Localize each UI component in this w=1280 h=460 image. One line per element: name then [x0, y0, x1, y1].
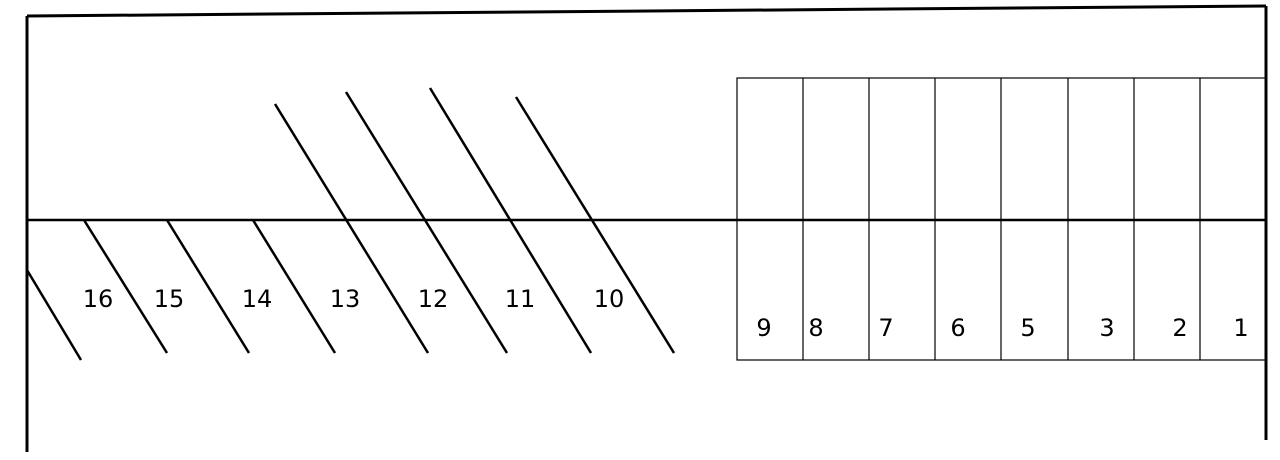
box-space-labels: 9 8 7 6 5 3 2 1	[756, 314, 1248, 342]
space-label-16: 16	[83, 285, 114, 313]
space-label-1: 1	[1233, 314, 1248, 342]
space-label-6: 6	[950, 314, 965, 342]
slant-line	[82, 219, 169, 354]
slant-line	[165, 219, 251, 354]
space-label-14: 14	[242, 285, 273, 313]
space-label-2: 2	[1172, 314, 1187, 342]
slant-line	[514, 96, 676, 354]
lot-top-boundary	[26, 4, 1267, 18]
slant-line	[273, 103, 430, 354]
space-label-13: 13	[330, 285, 361, 313]
space-label-10: 10	[594, 285, 625, 313]
lower-slant-lines	[25, 219, 337, 361]
slant-line	[25, 269, 83, 361]
slant-line	[251, 219, 337, 354]
space-label-11: 11	[505, 285, 536, 313]
space-label-3: 3	[1099, 314, 1114, 342]
upper-slant-lines	[273, 87, 676, 354]
space-label-7: 7	[878, 314, 893, 342]
space-label-12: 12	[418, 285, 449, 313]
slanted-space-labels: 16 15 14 13 12 11 10	[83, 285, 625, 313]
space-label-5: 5	[1020, 314, 1035, 342]
space-label-9: 9	[756, 314, 771, 342]
slant-line	[428, 87, 593, 354]
box-stall-grid	[736, 77, 1267, 361]
space-label-8: 8	[808, 314, 823, 342]
space-label-15: 15	[154, 285, 185, 313]
slant-line	[344, 91, 509, 354]
